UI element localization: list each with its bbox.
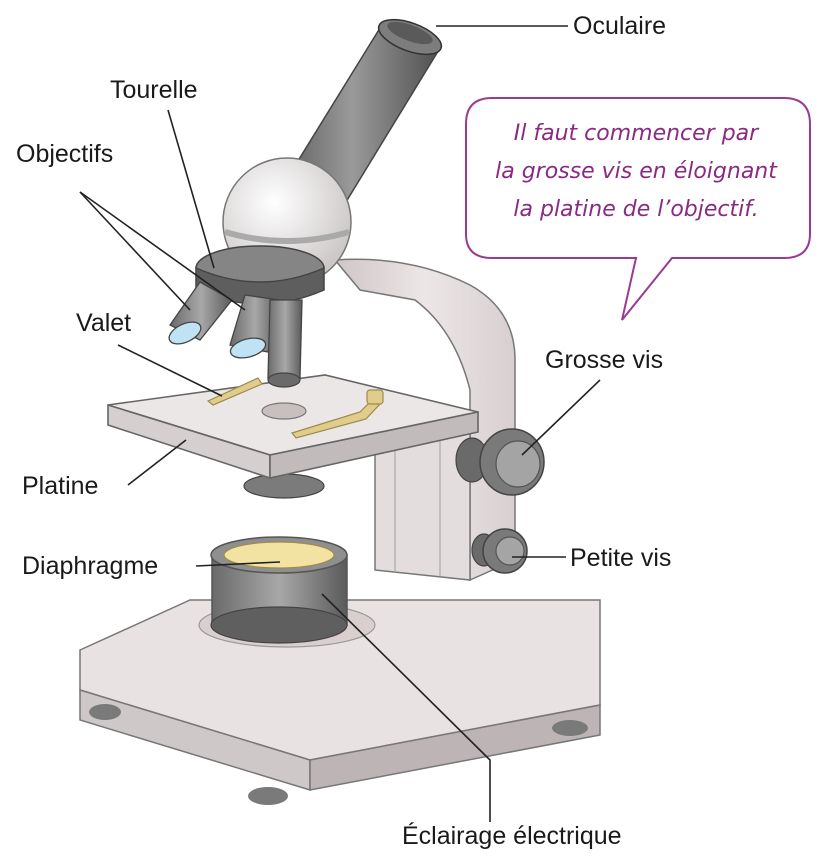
label-diaphragme: Diaphragme xyxy=(22,552,158,580)
bubble-line-2: la grosse vis en éloignant xyxy=(495,159,778,184)
condenser xyxy=(244,474,324,498)
label-platine: Platine xyxy=(22,472,98,500)
leader-valet xyxy=(118,345,222,396)
eclairage-lamp xyxy=(211,537,347,643)
label-grosse-vis: Grosse vis xyxy=(545,346,663,374)
leader-grosse-vis xyxy=(522,380,600,455)
speech-bubble: Il faut commencer par la grosse vis en é… xyxy=(466,98,810,320)
bubble-line-3: la platine de l’objectif. xyxy=(513,197,758,222)
leader-objectifs-1 xyxy=(80,192,190,310)
leader-tourelle xyxy=(168,110,214,268)
bubble-line-1: Il faut commencer par xyxy=(514,121,760,146)
label-petite-vis: Petite vis xyxy=(570,544,671,572)
leader-platine xyxy=(128,440,186,485)
label-tourelle: Tourelle xyxy=(110,76,198,104)
label-objectifs: Objectifs xyxy=(16,140,113,168)
label-eclairage: Éclairage électrique xyxy=(402,821,622,850)
label-oculaire: Oculaire xyxy=(573,12,666,40)
label-valet: Valet xyxy=(76,309,131,337)
